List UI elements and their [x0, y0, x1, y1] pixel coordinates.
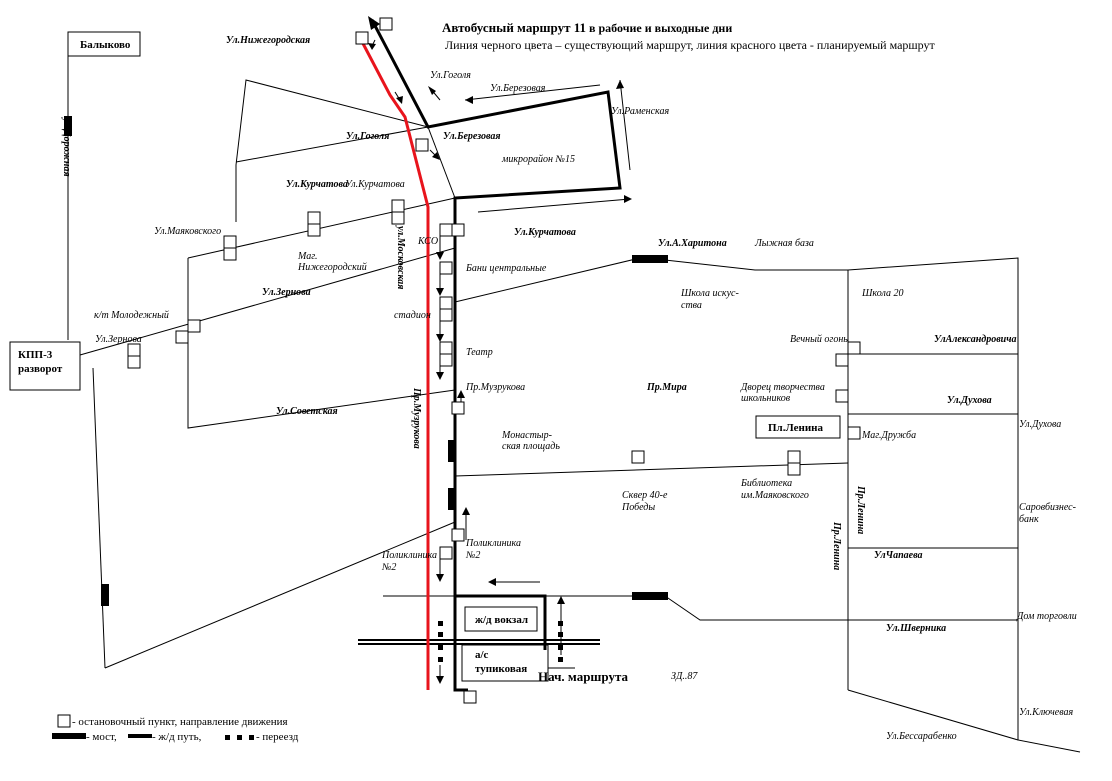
svg-text:Ул.Раменская: Ул.Раменская	[611, 106, 669, 117]
svg-text:Ул.Ключевая: Ул.Ключевая	[1019, 707, 1073, 718]
svg-text:ская площадь: ская площадь	[502, 441, 560, 452]
svg-text:Ул.Бессарабенко: Ул.Бессарабенко	[886, 731, 957, 742]
map-subtitle: Линия черного цвета – существующий маршр…	[445, 38, 936, 52]
svg-text:Школа 20: Школа 20	[861, 288, 903, 299]
svg-text:Монастыр-: Монастыр-	[501, 430, 552, 441]
svg-text:Ул.А.Харитона: Ул.А.Харитона	[658, 238, 727, 249]
street-network	[67, 54, 1081, 753]
legend: - остановочный пункт, направление движен…	[52, 714, 299, 743]
planned-route-line	[356, 33, 430, 690]
svg-text:им.Маяковского: им.Маяковского	[741, 490, 809, 501]
svg-text:школьников: школьников	[741, 393, 791, 404]
svg-text:Ул.Духова: Ул.Духова	[1019, 419, 1061, 430]
kpp3-box: КПП-3 разворот	[9, 341, 81, 391]
svg-text:Ул.Зернова: Ул.Зернова	[262, 287, 311, 298]
legend-bridge: - мост,	[86, 731, 117, 743]
svg-text:Ул.Зернова: Ул.Зернова	[95, 334, 142, 345]
svg-text:Пр.Мира: Пр.Мира	[646, 382, 687, 393]
svg-text:Ул.Советская: Ул.Советская	[276, 406, 338, 417]
svg-text:тупиковая: тупиковая	[475, 663, 527, 675]
svg-text:Нач. маршрута: Нач. маршрута	[538, 669, 628, 684]
svg-text:Дворец творчества: Дворец творчества	[740, 382, 825, 393]
svg-text:ЗД..87: ЗД..87	[671, 671, 698, 682]
svg-text:Маг.: Маг.	[297, 251, 317, 262]
balykovo-box: Балыково	[67, 31, 141, 57]
svg-text:Ул.Березовая: Ул.Березовая	[490, 83, 546, 94]
svg-text:ул.Дорожная: ул.Дорожная	[61, 117, 72, 177]
svg-text:к/т Молодежный: к/т Молодежный	[94, 310, 169, 321]
zd-vokzal-box: ж/д вокзал	[464, 606, 538, 632]
legend-rail: - ж/д путь,	[152, 731, 202, 743]
svg-text:Ул.Курчатова: Ул.Курчатова	[345, 179, 405, 190]
svg-text:Ул.Курчатова: Ул.Курчатова	[286, 179, 348, 190]
svg-text:Библиотека: Библиотека	[740, 478, 792, 489]
svg-text:микрорайон №15: микрорайон №15	[501, 154, 575, 165]
svg-text:Ул.Курчатова: Ул.Курчатова	[514, 227, 576, 238]
existing-route-line	[368, 16, 622, 692]
svg-text:Балыково: Балыково	[80, 39, 131, 51]
svg-text:Пр.Ленина: Пр.Ленина	[855, 485, 866, 534]
bus-stops	[127, 17, 861, 704]
svg-text:Ул.Нижегородская: Ул.Нижегородская	[226, 35, 310, 46]
svg-text:Ул.Шверника: Ул.Шверника	[886, 623, 946, 634]
svg-text:Ул.Гоголя: Ул.Гоголя	[430, 70, 471, 81]
svg-text:Сквер 40-е: Сквер 40-е	[622, 490, 668, 501]
legend-crossing: - переезд	[256, 731, 299, 743]
svg-text:№2: №2	[381, 562, 396, 573]
svg-text:Театр: Театр	[466, 347, 493, 358]
svg-text:Ул.Духова: Ул.Духова	[947, 395, 992, 406]
svg-text:КСО: КСО	[417, 236, 438, 247]
svg-text:Нижегородский: Нижегородский	[297, 262, 367, 273]
svg-text:Маг.Дружба: Маг.Дружба	[861, 430, 916, 441]
svg-text:Пр.Музрукова: Пр.Музрукова	[411, 387, 422, 449]
svg-text:банк: банк	[1019, 514, 1039, 525]
svg-text:стадион: стадион	[394, 310, 431, 321]
svg-text:Победы: Победы	[621, 502, 655, 513]
svg-text:КПП-3: КПП-3	[18, 349, 53, 361]
svg-text:а/с: а/с	[475, 649, 489, 661]
svg-text:ж/д вокзал: ж/д вокзал	[475, 614, 528, 626]
svg-text:УлЧапаева: УлЧапаева	[874, 550, 922, 561]
svg-text:Пл.Ленина: Пл.Ленина	[768, 422, 823, 434]
svg-text:Поликлиника: Поликлиника	[465, 538, 521, 549]
bus-station-box: а/с тупиковая	[475, 649, 527, 675]
svg-text:№2: №2	[465, 550, 480, 561]
svg-text:Пр.Ленина: Пр.Ленина	[831, 521, 842, 570]
svg-text:Школа искус-: Школа искус-	[680, 288, 739, 299]
svg-text:Саровбизнес-: Саровбизнес-	[1019, 502, 1076, 513]
street-labels: Ул.Нижегородская Ул.Гоголя Ул.Березовая …	[61, 35, 1077, 742]
svg-text:Вечный огонь: Вечный огонь	[790, 334, 848, 345]
route-direction-markers	[368, 39, 444, 684]
svg-text:Пр.Музрукова: Пр.Музрукова	[465, 382, 525, 393]
map-title: Автобусный маршрут 11 в рабочие и выходн…	[442, 20, 732, 35]
rail-crossings	[438, 621, 563, 662]
svg-text:Дом торговли: Дом торговли	[1016, 611, 1077, 622]
pl-lenina-box: Пл.Ленина	[755, 415, 841, 439]
svg-text:ул.Московская: ул.Московская	[395, 225, 406, 289]
svg-text:Лыжная база: Лыжная база	[754, 238, 814, 249]
svg-text:ства: ства	[681, 300, 702, 311]
svg-text:Ул.Березовая: Ул.Березовая	[443, 131, 501, 142]
svg-text:Ул.Гоголя: Ул.Гоголя	[346, 131, 389, 142]
direction-arrows	[428, 79, 632, 655]
svg-text:Поликлиника: Поликлиника	[381, 550, 437, 561]
legend-stop: - остановочный пункт, направление движен…	[72, 716, 288, 728]
svg-text:УлАлександровича: УлАлександровича	[934, 334, 1017, 345]
svg-text:разворот: разворот	[18, 363, 63, 375]
svg-text:Бани центральные: Бани центральные	[465, 263, 547, 274]
svg-text:Ул.Маяковского: Ул.Маяковского	[154, 226, 221, 237]
bridges	[64, 116, 668, 606]
